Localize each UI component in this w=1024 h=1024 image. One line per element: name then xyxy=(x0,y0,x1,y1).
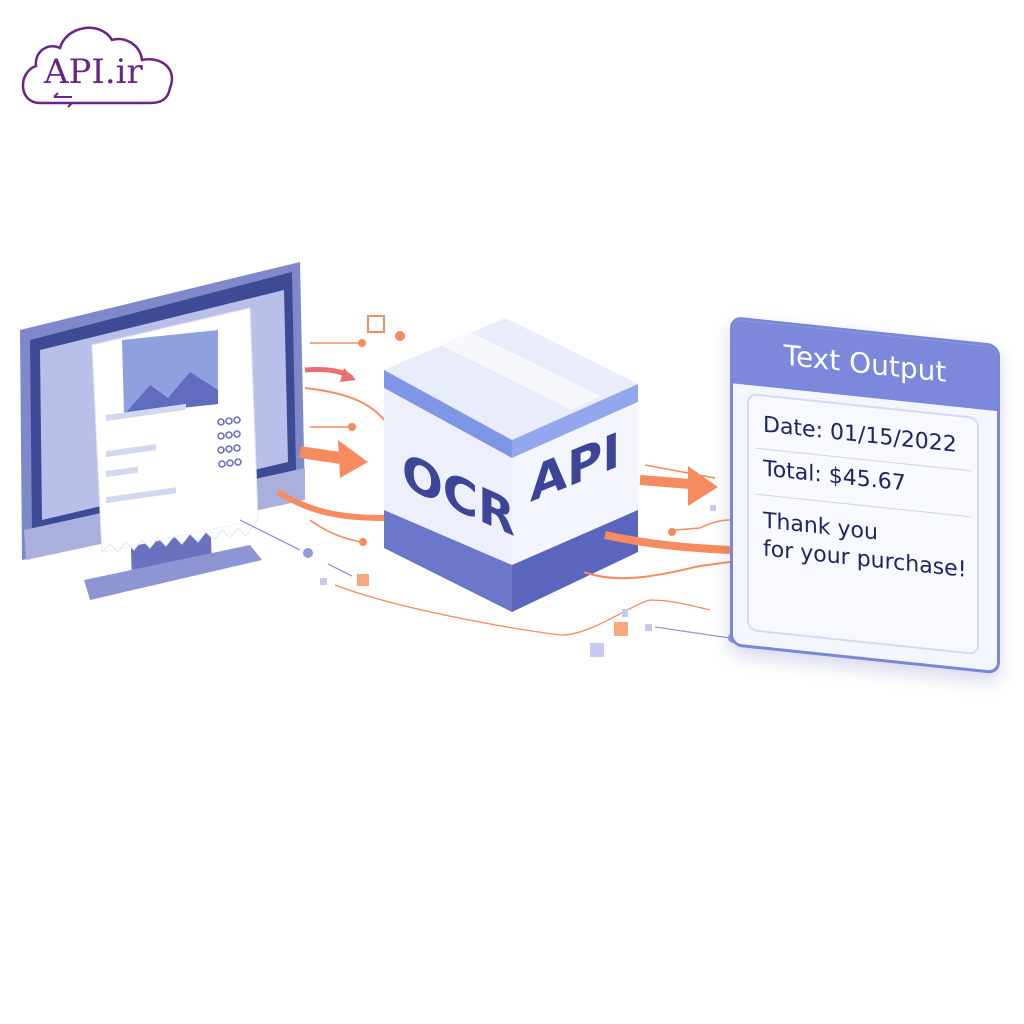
flow-lines-input xyxy=(276,342,711,636)
exchange-arrows-icon xyxy=(53,92,73,108)
total-value: $45.67 xyxy=(828,463,906,497)
card-title: Text Output xyxy=(783,338,947,389)
square-outline-icon xyxy=(367,315,385,333)
receipt-dots xyxy=(217,416,242,468)
total-label: Total: xyxy=(763,456,822,488)
ocr-api-cube xyxy=(384,318,638,612)
date-value: 01/15/2022 xyxy=(830,419,957,458)
text-output-card: Text Output Date: 01/15/2022 Total: $45.… xyxy=(730,316,1000,675)
arrow-right-icon xyxy=(338,440,368,478)
cloud-icon xyxy=(21,26,174,105)
total-line: Total: $45.67 xyxy=(763,456,906,496)
monitor-base xyxy=(84,545,262,600)
flow-lines-output xyxy=(583,464,731,580)
mountain-icon xyxy=(125,372,218,414)
output-text-panel: Date: 01/15/2022 Total: $45.67 Thank you… xyxy=(747,392,979,656)
arrow-right-icon xyxy=(688,466,718,506)
logo: API.ir xyxy=(44,52,143,92)
receipt-document xyxy=(91,307,259,553)
date-label: Date: xyxy=(763,412,823,444)
